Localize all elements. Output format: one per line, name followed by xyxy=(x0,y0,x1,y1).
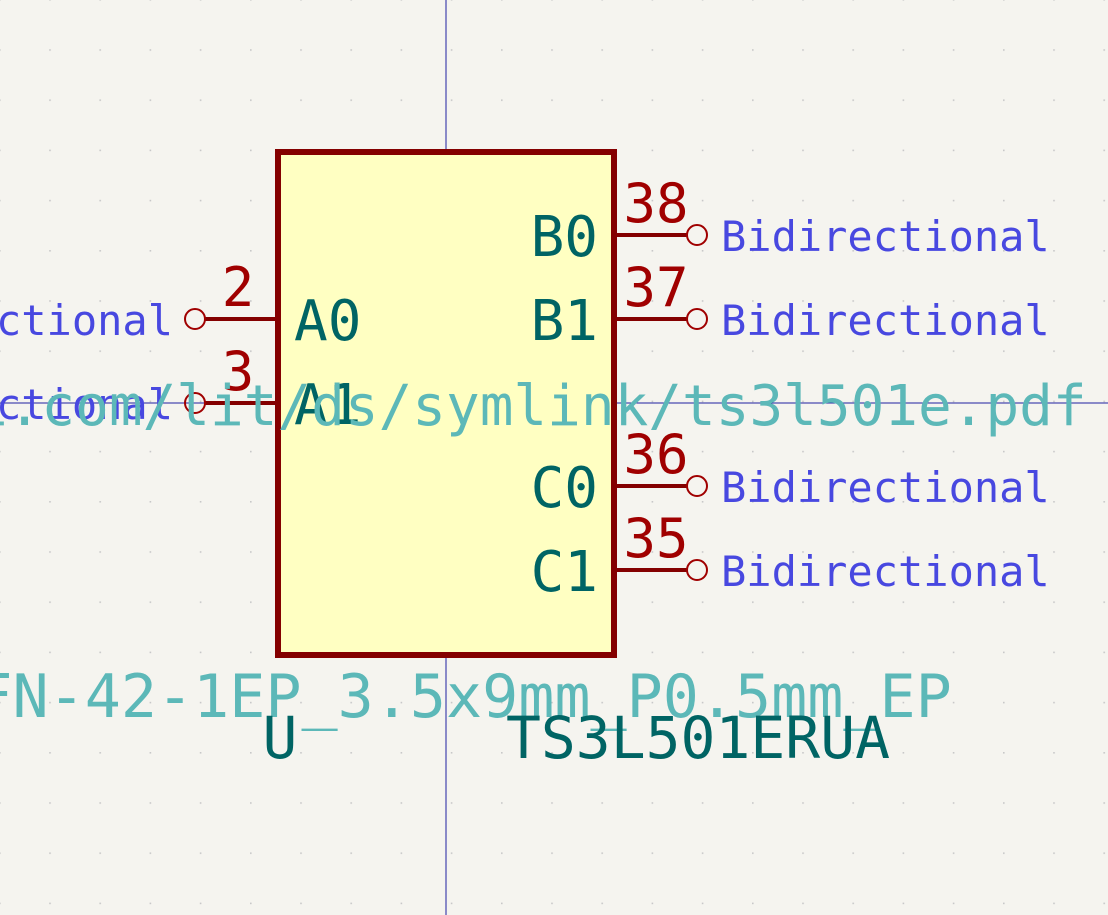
pin-endpoint[interactable] xyxy=(184,392,206,414)
pin-number: 36 xyxy=(623,423,688,486)
pin-36[interactable]: 36 C0 Bidirectional xyxy=(531,423,1050,521)
pin-2[interactable]: 2 A0 Bidirectional xyxy=(0,256,361,354)
pin-name: C1 xyxy=(531,540,598,605)
pin-name: C0 xyxy=(531,456,598,521)
symbol-body[interactable] xyxy=(275,149,617,658)
pin-number: 35 xyxy=(623,507,688,570)
pin-endpoint[interactable] xyxy=(686,224,708,246)
pin-37[interactable]: 37 B1 Bidirectional xyxy=(531,256,1050,354)
pin-electrical-type: Bidirectional xyxy=(721,296,1050,345)
pin-35[interactable]: 35 C1 Bidirectional xyxy=(531,507,1050,605)
value-field[interactable]: TS3L501ERUA xyxy=(506,704,890,772)
pin-3[interactable]: 3 A1 Bidirectional xyxy=(0,340,361,438)
pin-electrical-type: Bidirectional xyxy=(721,463,1050,512)
pin-electrical-type: Bidirectional xyxy=(721,547,1050,596)
pin-38[interactable]: 38 B0 Bidirectional xyxy=(531,172,1050,270)
pin-name: A0 xyxy=(294,289,361,354)
pin-number: 3 xyxy=(222,340,255,403)
pin-endpoint[interactable] xyxy=(686,559,708,581)
pin-name: A1 xyxy=(294,373,361,438)
datasheet-field[interactable]: www.ti.com/lit/ds/symlink/ts3l501e.pdf xyxy=(0,374,1087,439)
pin-name: B0 xyxy=(531,205,598,270)
pin-endpoint[interactable] xyxy=(686,308,708,330)
pin-endpoint[interactable] xyxy=(184,308,206,330)
pin-electrical-type: Bidirectional xyxy=(0,296,173,345)
pin-number: 37 xyxy=(623,256,688,319)
pin-number: 38 xyxy=(623,172,688,235)
pin-name: B1 xyxy=(531,289,598,354)
footprint-field[interactable]: QFN-42-1EP_3.5x9mm_P0.5mm_EP xyxy=(0,662,952,732)
pin-electrical-type: Bidirectional xyxy=(0,380,173,429)
reference-field[interactable]: U xyxy=(263,704,298,772)
pin-electrical-type: Bidirectional xyxy=(721,212,1050,261)
pin-number: 2 xyxy=(222,256,255,319)
pin-endpoint[interactable] xyxy=(686,475,708,497)
